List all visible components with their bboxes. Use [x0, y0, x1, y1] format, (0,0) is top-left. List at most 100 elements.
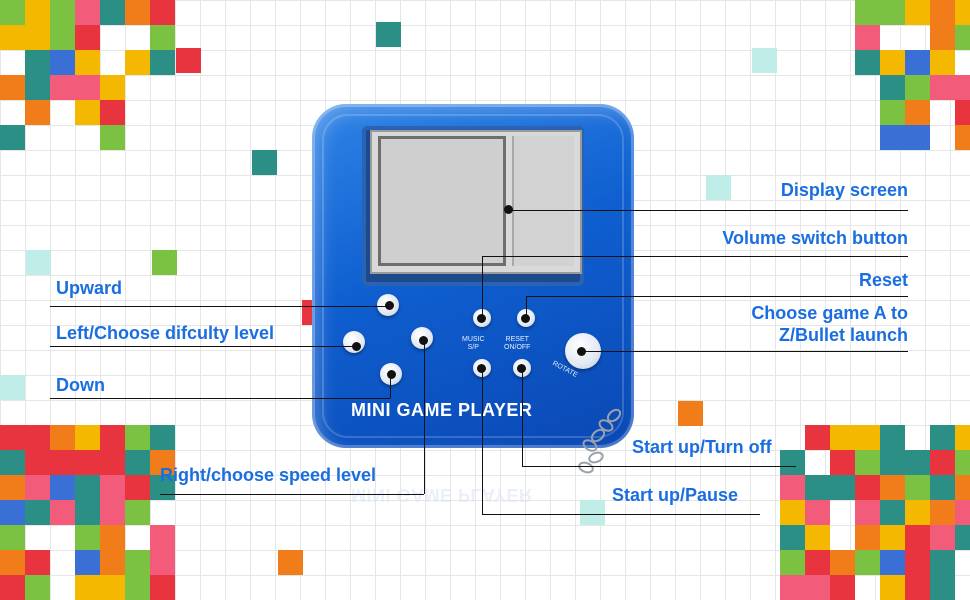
callout-display-screen: Display screen	[780, 180, 908, 200]
pixel-tile	[805, 525, 830, 550]
pixel-tile	[75, 0, 100, 25]
pixel-tile	[100, 125, 125, 150]
pixel-tile	[830, 425, 855, 450]
pixel-tile	[150, 0, 175, 25]
pixel-tile	[75, 100, 100, 125]
pixel-tile	[0, 575, 25, 600]
pixel-tile	[0, 550, 25, 575]
callout-dot-power	[517, 364, 526, 373]
pixel-tile	[855, 500, 880, 525]
pixel-tile	[905, 0, 930, 25]
pixel-tile	[955, 25, 970, 50]
pixel-tile	[0, 25, 25, 50]
pixel-tile	[0, 500, 25, 525]
callout-choose-game-line2: Z/Bullet launch	[778, 325, 908, 345]
pixel-tile	[880, 0, 905, 25]
pixel-tile	[580, 500, 605, 525]
callout-dot-up	[385, 301, 394, 310]
pixel-tile	[125, 50, 150, 75]
pixel-tile	[880, 550, 905, 575]
pixel-tile	[75, 500, 100, 525]
pixel-tile	[905, 450, 930, 475]
pixel-tile	[25, 100, 50, 125]
pixel-tile	[25, 550, 50, 575]
pixel-tile	[955, 100, 970, 125]
pixel-tile	[905, 525, 930, 550]
pixel-tile	[855, 0, 880, 25]
pixel-tile	[100, 0, 125, 25]
pixel-tile	[905, 575, 930, 600]
console-rim	[322, 114, 624, 438]
pixel-tile	[830, 475, 855, 500]
pixel-tile	[930, 525, 955, 550]
pixel-tile	[955, 450, 970, 475]
pixel-tile	[125, 500, 150, 525]
leader-line-volume-h	[482, 256, 908, 257]
pixel-tile	[100, 500, 125, 525]
pixel-tile	[780, 550, 805, 575]
pixel-tile	[50, 475, 75, 500]
callout-dot-reset	[521, 314, 530, 323]
pixel-tile	[176, 48, 201, 73]
callout-left: Left/Choose difculty level	[56, 323, 275, 343]
pixel-tile	[75, 50, 100, 75]
pixel-tile	[25, 575, 50, 600]
pixel-tile	[25, 0, 50, 25]
callout-reset: Reset	[858, 270, 908, 290]
leader-line-reset-v	[526, 296, 527, 318]
callout-dot-right	[419, 336, 428, 345]
mini-game-console	[312, 104, 634, 448]
pixel-tile	[25, 425, 50, 450]
pixel-tile	[0, 525, 25, 550]
callout-dot-rotate	[577, 347, 586, 356]
pixel-tile	[0, 375, 25, 400]
pixel-tile	[805, 550, 830, 575]
pixel-tile	[75, 25, 100, 50]
pixel-tile	[855, 475, 880, 500]
pixel-tile	[125, 0, 150, 25]
pixel-tile	[100, 425, 125, 450]
pixel-tile	[706, 175, 731, 200]
pixel-tile	[100, 100, 125, 125]
pixel-tile	[0, 0, 25, 25]
pixel-tile	[880, 575, 905, 600]
pixel-tile	[0, 425, 25, 450]
screen-info-area	[512, 136, 574, 266]
display-screen	[370, 130, 582, 274]
pixel-tile	[805, 425, 830, 450]
pixel-tile	[50, 75, 75, 100]
pixel-tile	[805, 475, 830, 500]
pixel-tile	[805, 575, 830, 600]
pixel-tile	[100, 575, 125, 600]
callout-right: Right/choose speed level	[160, 465, 377, 485]
brand-logo: MINI GAME PLAYER	[351, 400, 533, 420]
pixel-tile	[930, 25, 955, 50]
pixel-tile	[855, 50, 880, 75]
pixel-tile	[50, 500, 75, 525]
pixel-tile	[50, 25, 75, 50]
pixel-tile	[905, 100, 930, 125]
pixel-tile	[905, 500, 930, 525]
pixel-tile	[930, 450, 955, 475]
pixel-tile	[955, 425, 970, 450]
pixel-tile	[955, 0, 970, 25]
pixel-tile	[855, 25, 880, 50]
reset-button-label: RESET ON/OFF	[504, 336, 531, 351]
pixel-tile	[75, 425, 100, 450]
pixel-tile	[125, 475, 150, 500]
pixel-tile	[930, 575, 955, 600]
pixel-tile	[25, 500, 50, 525]
pixel-tile	[880, 50, 905, 75]
leader-line-reset-h	[526, 296, 908, 297]
pixel-tile	[905, 475, 930, 500]
pixel-tile	[75, 75, 100, 100]
pixel-tile	[252, 150, 277, 175]
pixel-tile	[125, 575, 150, 600]
screen-game-area	[378, 136, 506, 266]
callout-down: Down	[56, 375, 105, 395]
leader-line-pause-v	[482, 368, 483, 514]
callout-dot-pause	[477, 364, 486, 373]
pixel-tile	[855, 450, 880, 475]
pixel-tile	[752, 48, 777, 73]
callout-volume-switch: Volume switch button	[722, 228, 908, 248]
